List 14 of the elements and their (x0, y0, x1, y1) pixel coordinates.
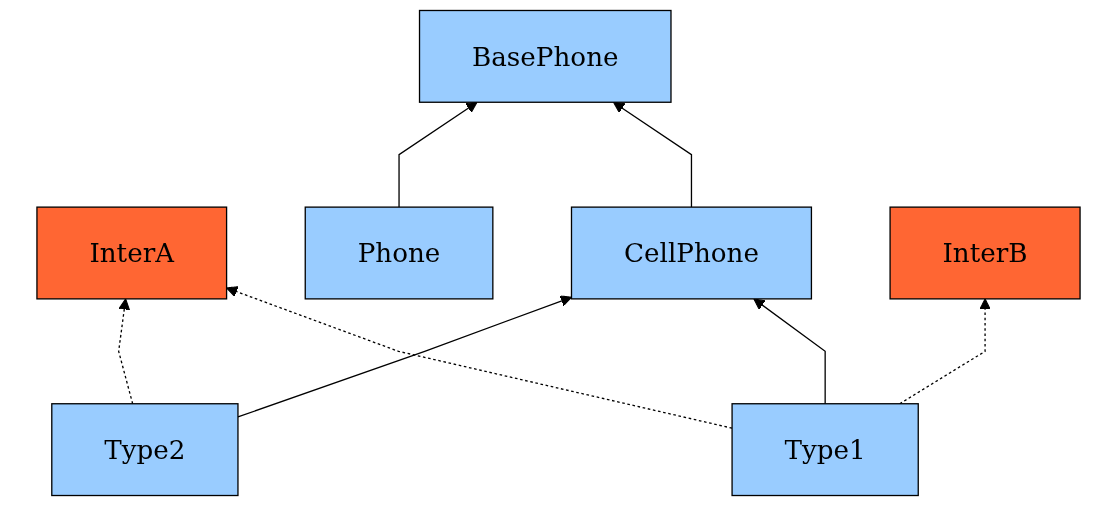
arrow (237, 295, 572, 418)
arrow (899, 298, 991, 405)
node-box: InterA (36, 206, 228, 300)
arrow (612, 101, 693, 208)
node-box: InterB (889, 206, 1081, 300)
arrow (226, 286, 733, 429)
arrow (118, 298, 134, 405)
node-box: BasePhone (418, 9, 672, 103)
node-box: CellPhone (570, 206, 813, 300)
node-box: Type2 (51, 403, 239, 497)
node-box: Phone (304, 206, 494, 300)
arrow (753, 298, 826, 405)
arrow (398, 101, 478, 208)
node-box: Type1 (731, 403, 919, 497)
